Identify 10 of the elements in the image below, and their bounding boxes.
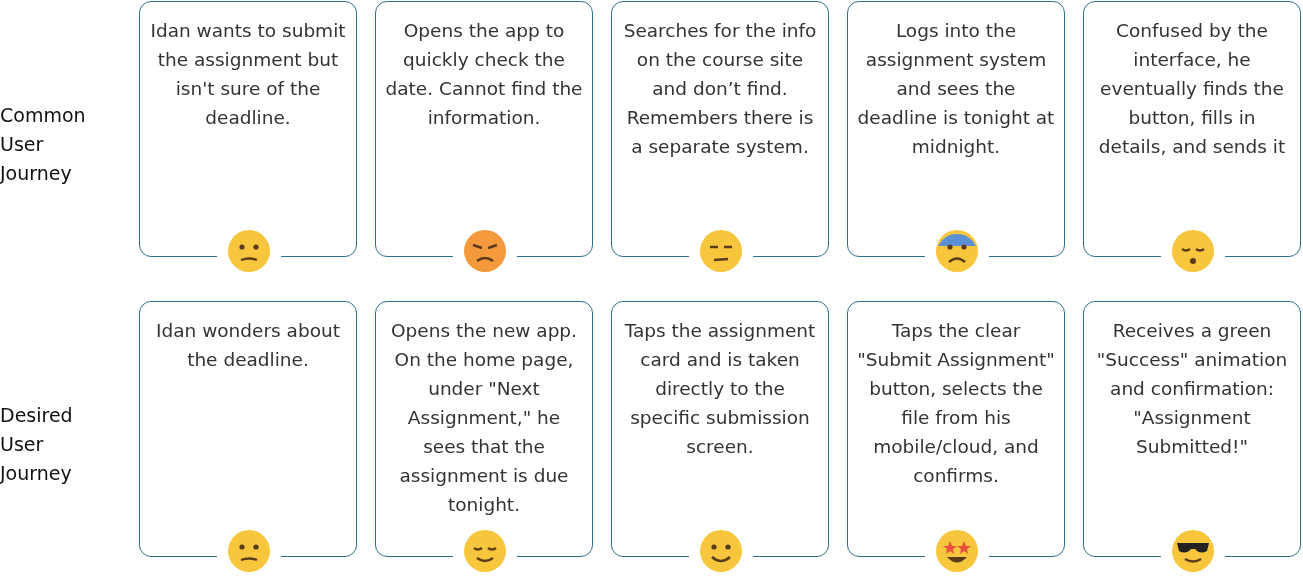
step-text: Taps the assignment card and is taken directly to the specific submission screen. xyxy=(623,319,817,459)
step-text: Idan wants to submit the assignment but isn't sure of the deadline. xyxy=(149,19,347,130)
step-text: Logs into the assignment system and sees the deadline is tonight at midnight. xyxy=(856,19,1056,159)
step-text: Opens the new app. On the home page, under "Next Assignment," he sees that the assignment is due tonight. xyxy=(390,319,578,517)
step-text: Idan wonders about the deadline. xyxy=(155,319,341,372)
step-text: Searches for the info on the course site and don’t find. Remembers there is a separate system. xyxy=(622,19,818,159)
step-text: Confused by the interface, he eventually finds the button, fills in details, and sends it xyxy=(1097,19,1287,159)
step-text: Opens the app to quickly check the date. Cannot find the information. xyxy=(384,19,584,130)
step-text: Taps the clear "Submit Assignment" button, selects the file from his mobile/cloud, and confirms. xyxy=(856,319,1056,488)
step-text: Receives a green "Success" animation and confirmation: "Assignment Submitted!" xyxy=(1095,319,1289,459)
